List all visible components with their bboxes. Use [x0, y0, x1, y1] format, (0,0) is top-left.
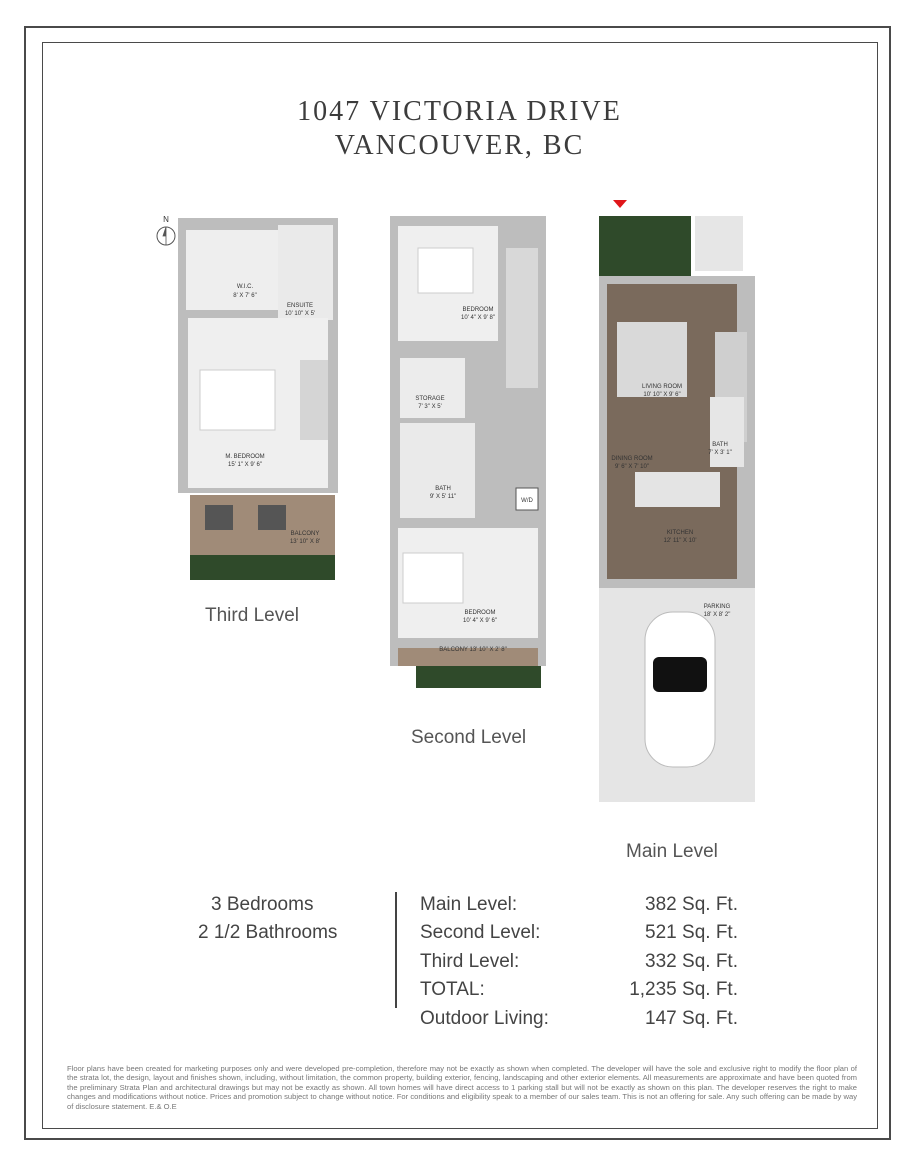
area-label: Outdoor Living:: [420, 1008, 549, 1029]
wic-floor: [186, 230, 296, 310]
wd-label: W/D: [521, 498, 533, 504]
address-line-2: VANCOUVER, BC: [334, 130, 585, 161]
bedroom-bottom-size: 10' 4" X 9' 6": [463, 618, 497, 624]
ensuite-floor: [278, 225, 333, 320]
inner-frame: [42, 42, 878, 1129]
bedroom-count: 3 Bedrooms: [211, 894, 314, 915]
bedroom-top-size: 10' 4" X 9' 8": [461, 315, 495, 321]
second-level-plan: BEDROOM 10' 4" X 9' 8" STORAGE 7' 3" X 5…: [390, 216, 546, 688]
lounge-chair: [258, 505, 286, 530]
parking-label: PARKING: [704, 604, 731, 610]
wic-label: W.I.C.: [237, 284, 254, 290]
ensuite-label: ENSUITE: [287, 303, 313, 309]
third-level-label: Third Level: [205, 605, 299, 626]
bathroom-count: 2 1/2 Bathrooms: [198, 922, 338, 943]
bed: [417, 247, 474, 294]
storage-size: 7' 3" X 5': [418, 404, 441, 410]
entry-path: [695, 216, 743, 271]
stairs: [506, 248, 538, 388]
living-size: 10' 10" X 9' 6": [643, 392, 680, 398]
wic-size: 8' X 7' 6": [233, 293, 256, 299]
kitchen-island: [635, 472, 720, 507]
area-label: Second Level:: [420, 922, 541, 943]
storage-label: STORAGE: [415, 396, 444, 402]
bed: [199, 369, 276, 431]
balcony-deck: [398, 648, 538, 666]
disclaimer: Floor plans have been created for market…: [67, 1064, 857, 1111]
stairs: [300, 360, 328, 440]
main-level-label: Main Level: [626, 841, 718, 862]
dining-size: 9' 6" X 7' 10": [615, 464, 649, 470]
main-level-plan: LIVING ROOM 10' 10" X 9' 6" DINING ROOM …: [599, 200, 755, 802]
kitchen-label: KITCHEN: [667, 530, 693, 536]
ensuite-size: 10' 10" X 5': [285, 311, 315, 317]
bath-floor: [710, 397, 744, 467]
third-level-plan: N W.I.C. 8' X 7' 6" ENSUITE 10' 10" X 5'…: [156, 215, 338, 580]
area-label: TOTAL:: [420, 979, 485, 1000]
balcony2-label: BALCONY 13' 10" X 2' 8": [439, 647, 506, 653]
lounge-chair: [205, 505, 233, 530]
second-level-label: Second Level: [411, 727, 527, 748]
washer-dryer: [515, 487, 539, 511]
balcony3-size: 13' 10" X 8': [290, 539, 320, 545]
entry-marker-icon: [613, 200, 627, 208]
front-planter: [599, 216, 691, 276]
storage-floor: [400, 358, 465, 418]
living-label: LIVING ROOM: [642, 384, 682, 390]
bath1-label: BATH: [712, 442, 728, 448]
compass-label: N: [163, 215, 169, 224]
mbedroom-size: 15' 1" X 9' 6": [228, 462, 262, 468]
bath-floor: [400, 423, 475, 518]
area-label: Main Level:: [420, 894, 518, 915]
outer-frame: [24, 26, 891, 1140]
bedroom-top-label: BEDROOM: [462, 307, 493, 313]
bath-size: 9' X 5' 11": [430, 494, 456, 500]
area-value: 382 Sq. Ft.: [645, 894, 738, 915]
bedroom-bottom-label: BEDROOM: [464, 610, 495, 616]
planter: [416, 666, 541, 688]
planter: [190, 555, 335, 580]
parking-size: 18' X 8' 2": [704, 612, 731, 618]
area-value: 332 Sq. Ft.: [645, 951, 738, 972]
bath1-size: 7' X 3' 1": [708, 450, 731, 456]
mbedroom-label: M. BEDROOM: [225, 454, 264, 460]
bath-label: BATH: [435, 486, 451, 492]
balcony3-label: BALCONY: [291, 531, 320, 537]
car-windshield: [653, 657, 707, 692]
address-line-1: 1047 VICTORIA DRIVE: [297, 96, 622, 127]
dining-label: DINING ROOM: [611, 456, 652, 462]
area-value: 521 Sq. Ft.: [645, 922, 738, 943]
area-label: Third Level:: [420, 951, 520, 972]
area-value: 147 Sq. Ft.: [645, 1008, 738, 1029]
compass-icon: N: [156, 215, 176, 246]
summary-divider: [395, 892, 397, 1008]
bed: [402, 552, 464, 604]
kitchen-size: 12' 11" X 10': [664, 538, 697, 544]
area-value: 1,235 Sq. Ft.: [629, 979, 738, 1000]
living-rug: [617, 322, 687, 397]
